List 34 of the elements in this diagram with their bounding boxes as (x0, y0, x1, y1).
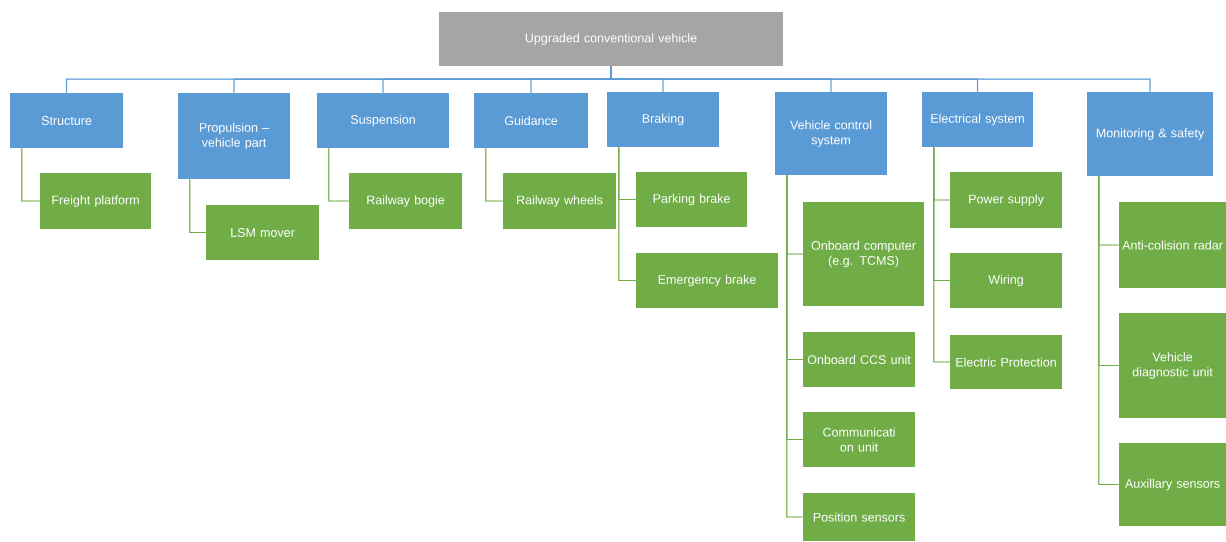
component-box: Power supply (950, 172, 1062, 228)
category-box: Vehicle control system (775, 92, 887, 175)
category-box: Propulsion – vehicle part (178, 93, 290, 179)
component-box: Railway bogie (349, 173, 462, 229)
root-box: Upgraded conventional vehicle (439, 12, 783, 66)
category-box: Braking (607, 92, 719, 147)
category-box: Suspension (317, 93, 449, 148)
component-box: Communicati on unit (803, 412, 915, 467)
component-box: Electric Protection (950, 335, 1062, 389)
connector-line (610, 65, 1151, 93)
component-box: Parking brake (636, 172, 747, 227)
component-box: Freight platform (40, 173, 151, 229)
component-box: Railway wheels (503, 173, 616, 229)
connector-line (21, 147, 41, 202)
connector-line (786, 174, 804, 518)
connector-line (618, 146, 637, 282)
connector-line (933, 146, 951, 363)
component-box: Auxillary sensors (1119, 443, 1226, 526)
category-box: Guidance (474, 93, 588, 148)
component-box: Position sensors (803, 493, 915, 541)
connector-line (189, 178, 207, 234)
connector-line (1098, 175, 1120, 486)
component-box: Anti-colision radar (1119, 202, 1226, 288)
category-box: Electrical system (922, 92, 1033, 147)
component-box: Emergency brake (636, 253, 778, 308)
category-box: Structure (10, 93, 123, 148)
component-box: Onboard computer (e.g. TCMS) (803, 202, 924, 306)
component-box: Onboard CCS unit (803, 332, 915, 387)
component-box: LSM mover (206, 205, 319, 260)
connector-line (485, 147, 504, 202)
connector-line (328, 147, 350, 202)
component-box: Vehicle diagnostic unit (1119, 313, 1226, 418)
category-box: Monitoring & safety (1087, 92, 1213, 176)
component-box: Wiring (950, 253, 1062, 308)
